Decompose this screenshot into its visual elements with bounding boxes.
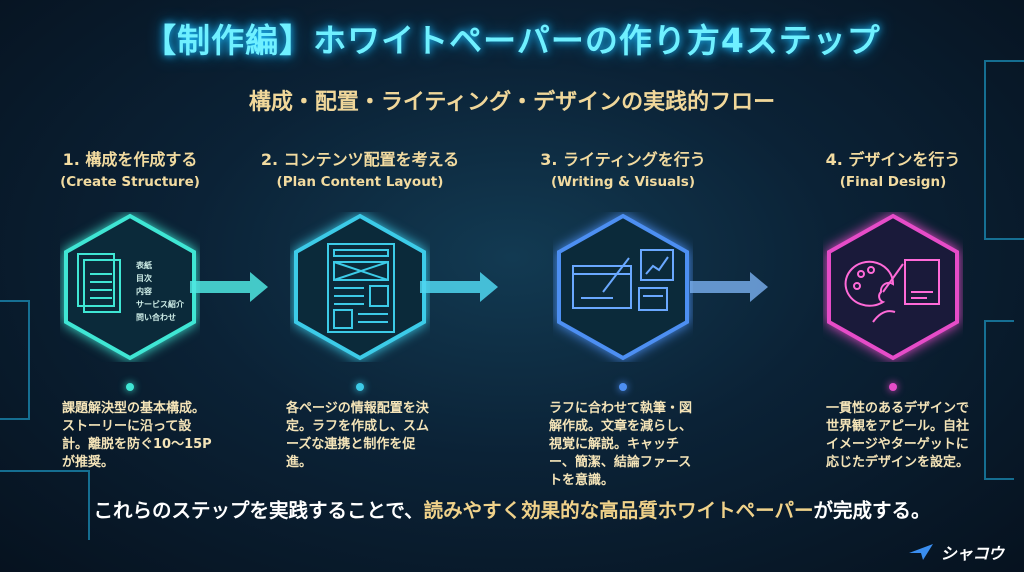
step-4-hexagon bbox=[827, 213, 959, 361]
arrow-right-icon bbox=[190, 272, 268, 302]
logo-text: シャコウ bbox=[940, 544, 1004, 563]
palette-design-icon bbox=[844, 259, 940, 323]
logo-mark-icon bbox=[908, 544, 933, 560]
brand-logo: シャコウ bbox=[907, 540, 1004, 564]
arrow-right-icon bbox=[690, 272, 768, 302]
step-title: 2. コンテンツ配置を考える bbox=[260, 150, 460, 169]
circuit-decoration bbox=[0, 300, 30, 420]
step-subtitle: (Plan Content Layout) bbox=[276, 174, 444, 190]
writing-chart-icon bbox=[572, 249, 674, 311]
layout-wireframe-icon bbox=[327, 243, 395, 333]
label-cover: 表紙 bbox=[135, 260, 152, 270]
conclusion-highlight: 読みやすく効果的な高品質ホワイトペーパー bbox=[423, 499, 814, 522]
connector-dot bbox=[889, 383, 897, 391]
connector-dot bbox=[126, 383, 134, 391]
circuit-decoration bbox=[984, 320, 1014, 480]
step-1-heading: 1. 構成を作成する (Create Structure) bbox=[10, 146, 250, 190]
label-contact: 問い合わせ bbox=[136, 312, 176, 322]
circuit-decoration bbox=[984, 60, 1024, 240]
conclusion-pre: これらのステップを実践することで、 bbox=[93, 499, 424, 522]
label-content: 内容 bbox=[136, 286, 152, 296]
documents-icon bbox=[77, 253, 121, 313]
step-title: 3. ライティングを行う bbox=[540, 150, 706, 169]
page-title: 【制作編】ホワイトペーパーの作り方4ステップ bbox=[143, 21, 881, 60]
connector-dot bbox=[356, 383, 364, 391]
step-subtitle: (Final Design) bbox=[839, 174, 947, 190]
step-3-hexagon bbox=[557, 213, 689, 361]
step-3-description: ラフに合わせて執筆・図解作成。文章を減らし、視覚に解説。キャッチー、簡潔、結論フ… bbox=[549, 401, 693, 488]
step-2-heading: 2. コンテンツ配置を考える (Plan Content Layout) bbox=[240, 146, 480, 190]
step-4-heading: 4. デザインを行う (Final Design) bbox=[773, 146, 1013, 190]
step-2-description: 各ページの情報配置を決定。ラフを作成し、スムーズな連携と制作を促進。 bbox=[286, 401, 430, 470]
step-title: 4. デザインを行う bbox=[825, 150, 961, 169]
step-4-description: 一貫性のあるデザインで世界観をアピール。自社イメージやターゲットに応じたデザイン… bbox=[826, 401, 970, 470]
step-3-heading: 3. ライティングを行う (Writing & Visuals) bbox=[503, 146, 743, 190]
label-service: サービス紹介 bbox=[136, 299, 185, 309]
step-title: 1. 構成を作成する bbox=[62, 150, 198, 169]
arrow-right-icon bbox=[420, 272, 498, 302]
page-subtitle: 構成・配置・ライティング・デザインの実践的フロー bbox=[248, 90, 776, 115]
step-2-hexagon bbox=[294, 213, 426, 361]
label-toc: 目次 bbox=[136, 273, 152, 283]
step-subtitle: (Writing & Visuals) bbox=[550, 174, 696, 190]
conclusion-text: これらのステップを実践することで、読みやすく効果的な高品質ホワイトペーパーが完成… bbox=[0, 494, 1024, 523]
connector-dot bbox=[619, 383, 627, 391]
step-1-hexagon: 表紙 目次 内容 サービス紹介 問い合わせ bbox=[64, 213, 196, 361]
conclusion-post: が完成する。 bbox=[813, 499, 931, 522]
circuit-decoration bbox=[0, 470, 90, 540]
step-subtitle: (Create Structure) bbox=[60, 174, 200, 190]
step-1-description: 課題解決型の基本構成。ストーリーに沿って設計。離脱を防ぐ10〜15Pが推奨。 bbox=[62, 401, 212, 470]
